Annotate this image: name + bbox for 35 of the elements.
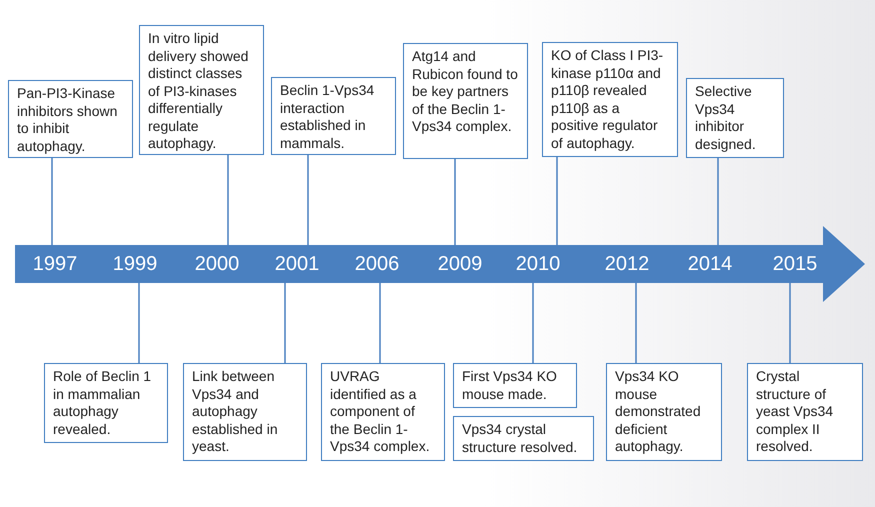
leader-line [51, 158, 53, 245]
event-box: Selective Vps34 inhibitor designed. [686, 78, 784, 158]
leader-line [227, 155, 229, 245]
event-box: Vps34 KO mouse demonstrated deficient autophagy. [606, 363, 722, 461]
event-box: Atg14 and Rubicon found to be key partners of the Beclin 1-Vps34 complex. [403, 43, 528, 159]
event-box: Link between Vps34 and autophagy established in yeast. [183, 363, 307, 461]
event-box: Crystal structure of yeast Vps34 complex II resolved. [747, 363, 863, 461]
year-label: 2014 [678, 245, 742, 283]
event-box: First Vps34 KO mouse made. [453, 363, 577, 408]
leader-line [138, 283, 140, 363]
year-label: 2015 [763, 245, 827, 283]
leader-line [635, 283, 637, 363]
leader-line [717, 158, 719, 245]
event-box: KO of Class I PI3-kinase p110α and p110β revealed p110β as a positive regulator of autophagy. [542, 42, 678, 157]
year-label: 1997 [23, 245, 87, 283]
leader-line [379, 283, 381, 363]
event-box: Pan-PI3-Kinase inhibitors shown to inhibit autophagy. [8, 80, 133, 158]
year-label: 2010 [506, 245, 570, 283]
event-box: Beclin 1-Vps34 interaction established in mammals. [271, 77, 396, 155]
year-label: 2000 [185, 245, 249, 283]
leader-line [556, 157, 558, 245]
year-label: 2009 [428, 245, 492, 283]
event-box: Role of Beclin 1 in mammalian autophagy revealed. [44, 363, 168, 443]
year-label: 2006 [345, 245, 409, 283]
year-label: 2001 [265, 245, 329, 283]
leader-line [307, 155, 309, 245]
event-box: In vitro lipid delivery showed distinct classes of PI3-kinases differentially regulate autophagy. [139, 25, 264, 155]
year-label: 1999 [103, 245, 167, 283]
leader-line [284, 283, 286, 363]
event-box: UVRAG identified as a component of the Beclin 1-Vps34 complex. [321, 363, 445, 461]
year-label: 2012 [595, 245, 659, 283]
leader-line [454, 159, 456, 245]
event-box: Vps34 crystal structure resolved. [453, 416, 594, 461]
leader-line [532, 283, 534, 363]
leader-line [789, 283, 791, 363]
